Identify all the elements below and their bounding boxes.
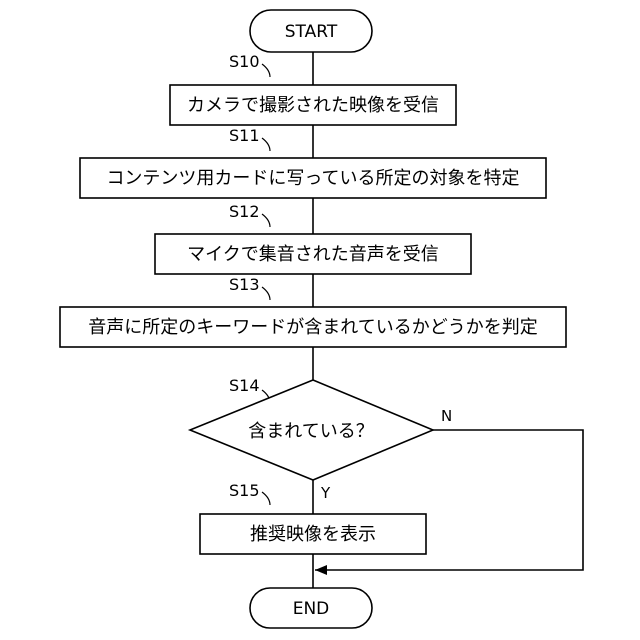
process-text-s15: 推奨映像を表示 xyxy=(250,524,376,545)
step-id-leader-s15 xyxy=(262,492,270,505)
step-id-s13: S13 xyxy=(229,275,260,294)
decision-no-label: N xyxy=(441,407,452,425)
end-label: END xyxy=(293,599,330,619)
decision-yes-label: Y xyxy=(320,484,331,502)
start-label: START xyxy=(285,22,338,42)
decision-text-s14: 含まれている？ xyxy=(248,421,373,442)
step-id-s15: S15 xyxy=(229,481,260,500)
step-id-leader-s12 xyxy=(262,214,270,227)
step-id-s14: S14 xyxy=(229,376,260,395)
end-terminal: END xyxy=(250,588,372,628)
step-id-leader-s11 xyxy=(262,138,270,151)
step-id-leader-s10 xyxy=(262,64,270,77)
start-terminal: START xyxy=(250,10,372,52)
step-id-s10: S10 xyxy=(229,52,260,71)
step-id-s11: S11 xyxy=(229,126,260,145)
process-text-s10: カメラで撮影された映像を受信 xyxy=(187,95,439,116)
step-id-s12: S12 xyxy=(229,202,260,221)
process-text-s11: コンテンツ用カードに写っている所定の対象を特定 xyxy=(106,168,519,189)
process-text-s12: マイクで集音された音声を受信 xyxy=(187,244,439,265)
step-id-leader-s13 xyxy=(262,287,270,300)
process-text-s13: 音声に所定のキーワードが含まれているかどうかを判定 xyxy=(88,317,537,338)
